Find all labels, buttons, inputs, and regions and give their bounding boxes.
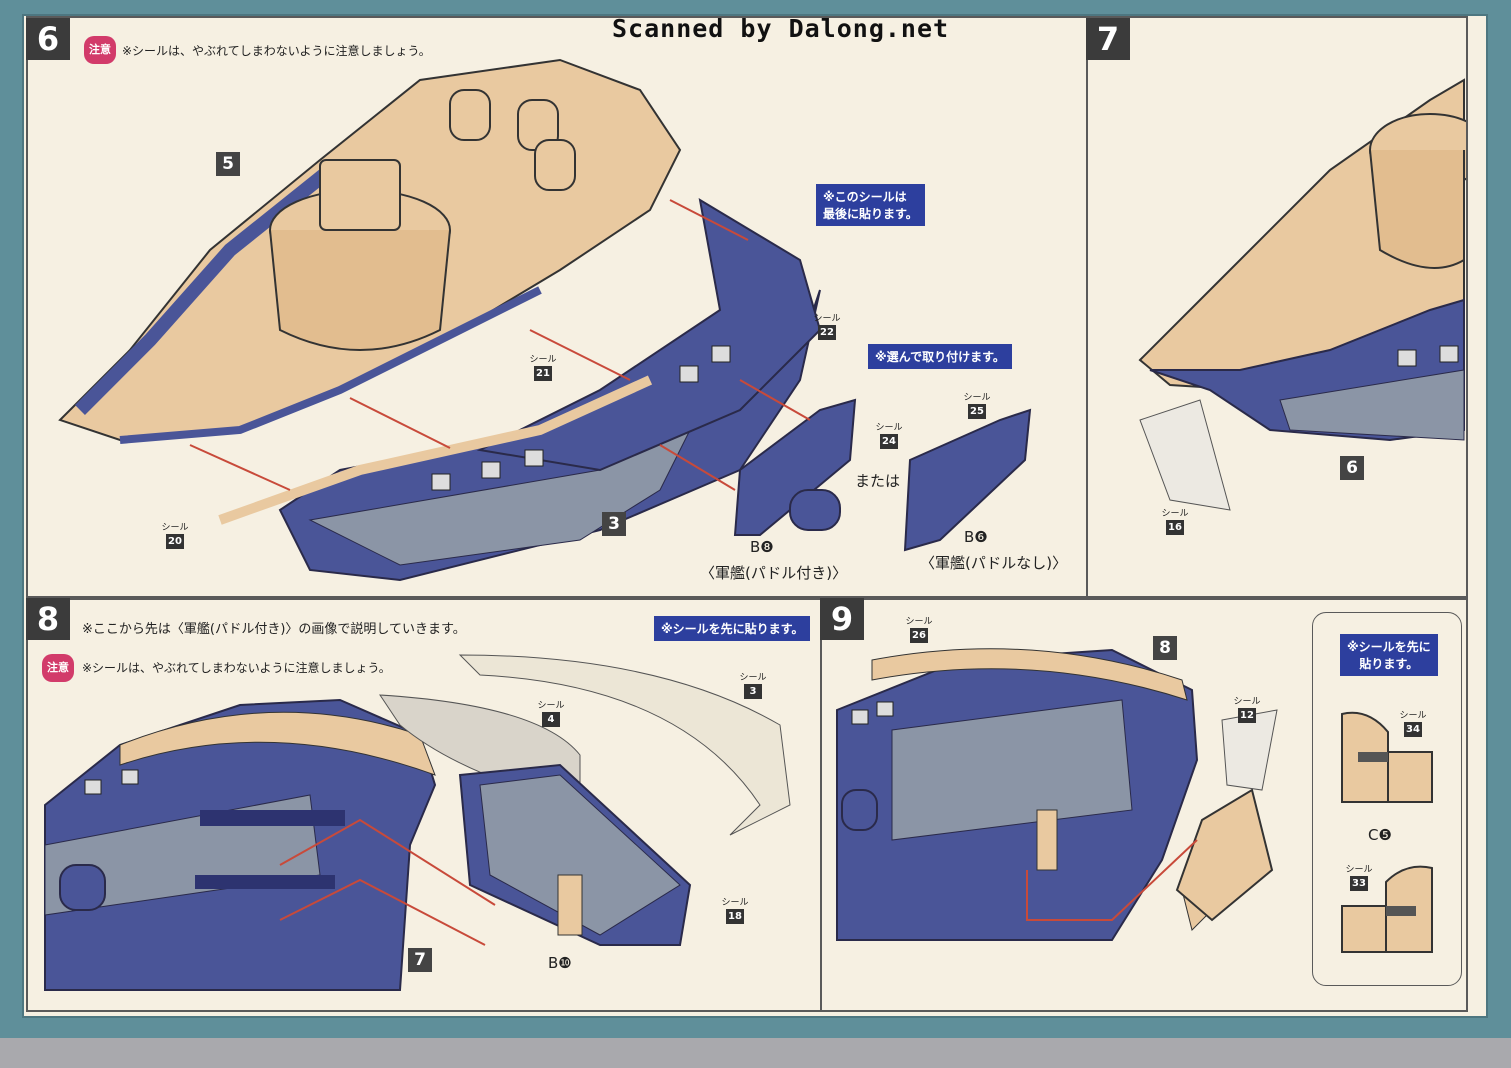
step6-caution-text: ※シールは、やぶれてしまわないように注意しましょう。 [122, 44, 431, 58]
step9-number: 9 [820, 598, 864, 640]
step7-panel [1086, 16, 1468, 598]
step6-number: 6 [26, 18, 70, 60]
step8-number: 8 [26, 598, 70, 640]
or-text: または [855, 472, 901, 490]
step6-callout-choose: ※選んで取り付けます。 [868, 344, 1012, 369]
step6-part-hull: 3 [602, 512, 626, 536]
inset-door-34 [1341, 711, 1433, 803]
inset-door-33 [1341, 865, 1433, 953]
step8-caution-text: ※シールは、やぶれてしまわないように注意しましょう。 [82, 661, 391, 675]
part-b10: B❿ [548, 954, 572, 972]
step9-inset [1312, 612, 1462, 986]
part-c5: C❺ [1368, 826, 1392, 844]
step6-illustration [58, 58, 1032, 582]
caution-badge: 注意 [42, 654, 74, 682]
step9-panel [820, 598, 1468, 1012]
step7-part-ref: 6 [1340, 456, 1364, 480]
bottom-strip [0, 1038, 1511, 1068]
step9-illustration [836, 648, 1278, 941]
step8-illustration [44, 654, 791, 991]
step6-part-deck: 5 [216, 152, 240, 176]
part-b8: B❽ [750, 538, 774, 556]
caution-badge: 注意 [84, 36, 116, 64]
scan-watermark: Scanned by Dalong.net [612, 14, 950, 43]
part-b6: B❻ [964, 528, 988, 546]
warship-no-paddle-label: 〈軍艦(パドルなし)〉 [920, 554, 1068, 572]
step8-part-ref: 7 [408, 948, 432, 972]
step7-number: 7 [1086, 18, 1130, 60]
step9-callout-first: ※シールを先に 貼ります。 [1340, 634, 1438, 676]
step7-illustration [1138, 78, 1466, 511]
step8-callout-first: ※シールを先に貼ります。 [654, 616, 811, 641]
step9-part-ref: 8 [1153, 636, 1177, 660]
step8-intro-text: ※ここから先は〈軍艦(パドル付き)〉の画像で説明していきます。 [82, 622, 466, 637]
warship-paddle-label: 〈軍艦(パドル付き)〉 [700, 564, 848, 582]
step6-callout-last: ※このシールは 最後に貼ります。 [816, 184, 925, 226]
